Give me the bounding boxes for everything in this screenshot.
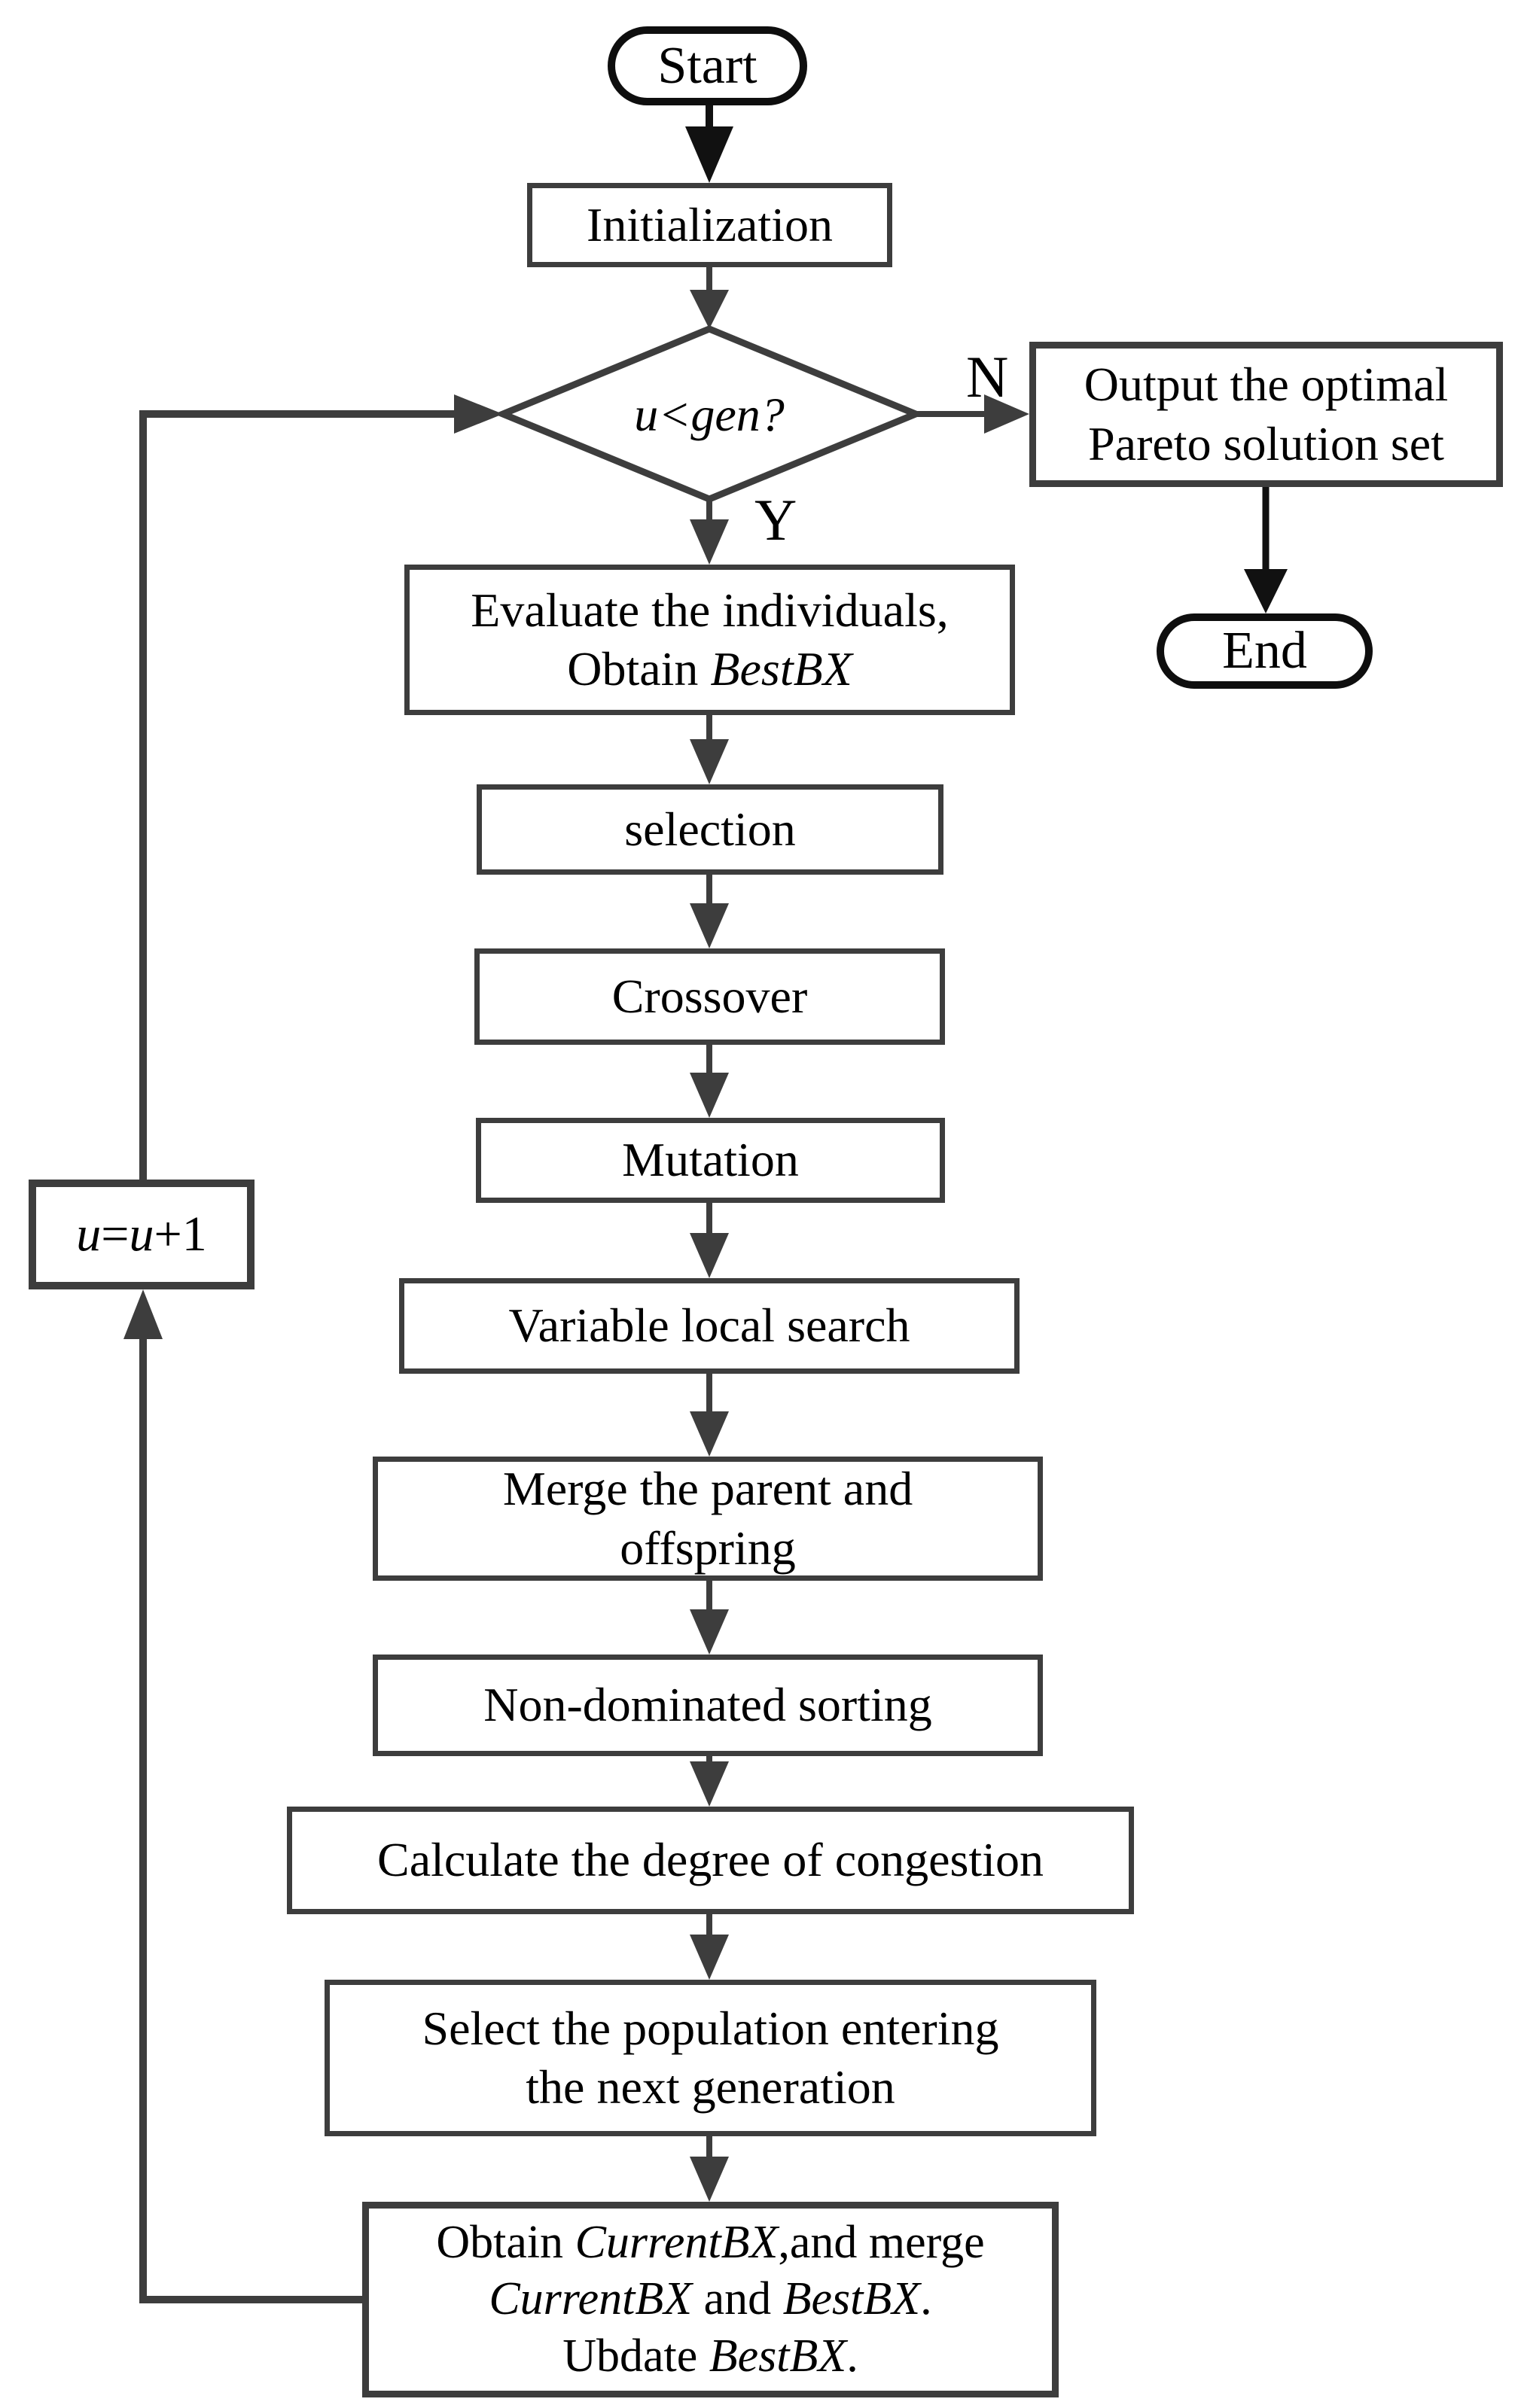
arrowhead-mutation-vls	[690, 1233, 729, 1278]
arrowhead-output-end	[1244, 569, 1288, 613]
branch-label-no: N	[966, 344, 1009, 409]
arrowhead-init-decision	[690, 290, 729, 329]
arrowhead-select-update	[690, 2157, 729, 2202]
arrowhead-merge-nds	[690, 1609, 729, 1655]
evaluate-line2: Obtain BestBX	[567, 642, 852, 696]
selection-step: selection	[477, 784, 943, 875]
non-dominated-sorting-step: Non-dominated sorting	[373, 1655, 1043, 1756]
merge-line1: Merge the parent and	[502, 1462, 913, 1516]
select-population-step: Select the population entering the next …	[325, 1980, 1096, 2136]
crossover-step: Crossover	[474, 948, 945, 1045]
merge-line2: offspring	[620, 1521, 796, 1575]
variable-local-search-step: Variable local search	[399, 1278, 1020, 1374]
output-pareto-step: Output the optimal Pareto solution set	[1029, 342, 1503, 487]
arrowhead-vls-merge	[690, 1411, 729, 1457]
arrowhead-crossover-mutation	[690, 1073, 729, 1118]
output-line1: Output the optimal	[1084, 358, 1449, 412]
loop-return-line-lower	[139, 1339, 362, 2303]
arrowhead-decision-evaluate	[690, 519, 729, 565]
update-line1: Obtain CurrentBX,and merge	[436, 2216, 985, 2268]
arrowhead-into-decision-left	[454, 394, 503, 434]
counter-increment-step: u=u+1	[29, 1180, 255, 1289]
arrowhead-decision-output	[984, 394, 1029, 434]
start-label: Start	[657, 36, 757, 95]
congestion-step: Calculate the degree of congestion	[287, 1807, 1134, 1914]
arrowhead-evaluate-selection	[690, 739, 729, 784]
decision-label: u<gen?	[634, 387, 785, 441]
end-terminal: End	[1157, 613, 1373, 689]
loop-return-line-upper	[139, 410, 454, 1180]
output-line2: Pareto solution set	[1088, 416, 1444, 470]
select-population-line1: Select the population entering	[422, 2001, 999, 2055]
merge-step: Merge the parent and offspring	[373, 1457, 1043, 1581]
update-bestbx-step: Obtain CurrentBX,and merge CurrentBX and…	[362, 2202, 1059, 2397]
initialization-label: Initialization	[587, 197, 833, 251]
branch-label-yes: Y	[754, 487, 797, 553]
arrowhead-congestion-select	[690, 1935, 729, 1980]
arrowhead-selection-crossover	[690, 903, 729, 948]
select-population-line2: the next generation	[526, 2060, 895, 2114]
arrowhead-into-counter	[123, 1289, 163, 1339]
arrowhead-nds-congestion	[690, 1761, 729, 1807]
end-label: End	[1222, 622, 1307, 680]
evaluate-line1: Evaluate the individuals,	[471, 583, 949, 637]
start-terminal: Start	[608, 26, 807, 105]
update-line2: CurrentBX and BestBX.	[489, 2273, 932, 2325]
update-line3: Ubdate BestBX.	[562, 2330, 858, 2382]
evaluate-step: Evaluate the individuals, Obtain BestBX	[404, 565, 1015, 715]
mutation-step: Mutation	[476, 1118, 945, 1203]
arrowhead-start-init	[685, 126, 733, 183]
initialization-step: Initialization	[527, 183, 892, 267]
counter-label: u=u+1	[76, 1206, 207, 1262]
